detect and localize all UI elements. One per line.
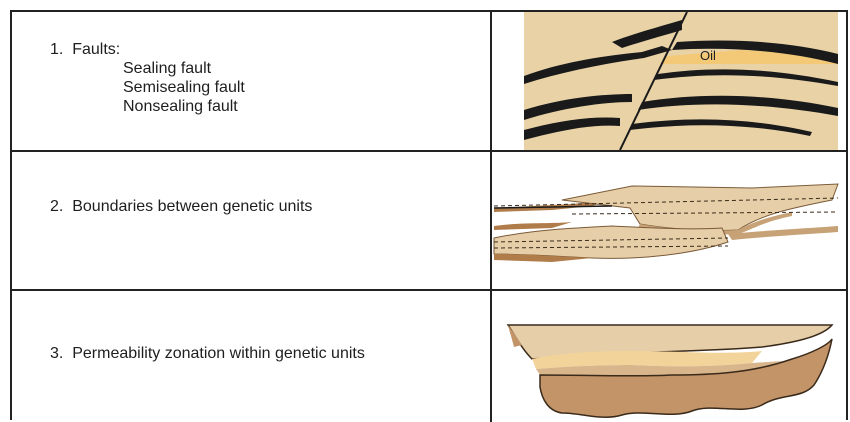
row-faults: 1. Faults: Sealing fault Semisealing fau…: [12, 12, 846, 152]
oil-label: Oil: [700, 48, 716, 63]
boundaries-text-cell: 2. Boundaries between genetic units: [50, 197, 312, 216]
lower-genetic-unit: [494, 226, 728, 258]
classification-table: 1. Faults: Sealing fault Semisealing fau…: [10, 10, 848, 420]
subitem-sealing-fault: Sealing fault: [50, 59, 245, 78]
permeability-diagram: [492, 289, 848, 422]
genetic-units-diagram: [492, 150, 848, 289]
fault-diagram: Oil: [492, 12, 848, 150]
fault-figure: Oil: [492, 12, 848, 150]
boundaries-figure: [492, 150, 848, 289]
boundary-solid-1: [494, 206, 612, 208]
row-number: 3.: [50, 345, 63, 362]
permeability-figure: [492, 289, 848, 422]
row-title: Permeability zonation within genetic uni…: [72, 345, 365, 362]
faults-text-cell: 1. Faults: Sealing fault Semisealing fau…: [50, 40, 245, 116]
row-title: Faults:: [72, 41, 120, 58]
subitem-semisealing-fault: Semisealing fault: [50, 78, 245, 97]
permeability-text-cell: 3. Permeability zonation within genetic …: [50, 344, 365, 363]
row-number: 2.: [50, 198, 63, 215]
row-number: 1.: [50, 41, 63, 58]
row-title: Boundaries between genetic units: [72, 198, 312, 215]
upper-genetic-unit: [562, 184, 838, 231]
row-boundaries: 2. Boundaries between genetic units: [12, 150, 846, 291]
subitem-nonsealing-fault: Nonsealing fault: [50, 97, 245, 116]
row-permeability: 3. Permeability zonation within genetic …: [12, 289, 846, 422]
